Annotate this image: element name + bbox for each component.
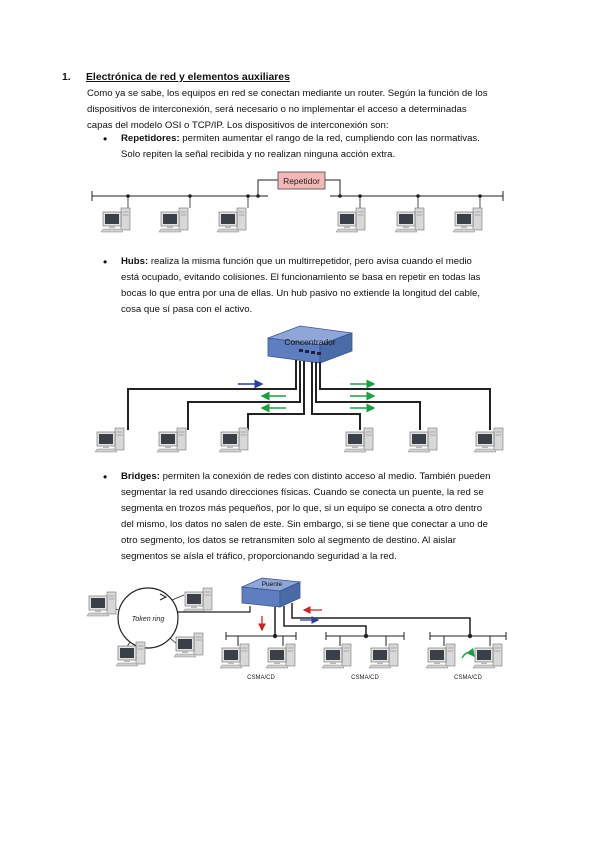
computer-icon [115, 641, 146, 667]
bullet-term: Bridges: [121, 471, 160, 482]
computer-icon [473, 427, 504, 453]
computer-icon [321, 643, 352, 669]
computer-icon [368, 643, 399, 669]
segment-label: CSMA/CD [351, 675, 379, 681]
hub-diagram: Concentrador [94, 325, 504, 453]
computer-icon [472, 643, 503, 669]
bullet-line: otro segmento, los datos se retransmiten… [121, 535, 456, 546]
section-heading: 1. Electrónica de red y elementos auxilia… [62, 72, 290, 83]
intro-line: capas del modelo OSI o TCP/IP. Los dispo… [87, 120, 389, 131]
repeater-label: Repetidor [283, 176, 320, 186]
bullet-repetidores: Repetidores: permiten aumentar el rango … [121, 131, 521, 163]
bullet-marker: • [103, 470, 108, 484]
computer-icon [158, 207, 189, 233]
computer-icon [100, 207, 131, 233]
computer-icon [407, 427, 438, 453]
segment-label: CSMA/CD [247, 675, 275, 681]
hub-label: Concentrador [284, 337, 336, 347]
computer-icon [265, 643, 296, 669]
bullet-line: Solo repiten la señal recibida y no real… [121, 149, 396, 160]
computer-icon [216, 207, 247, 233]
bullet-line: realiza la misma función que un multirre… [148, 256, 472, 267]
bullet-line: segmenta en trozos más pequeños, por lo … [121, 503, 483, 514]
computer-icon [173, 632, 204, 658]
bullet-line: está ocupado, evitando colisiones. El fu… [121, 272, 481, 283]
bullet-line: segmentar la red usando direcciones físi… [121, 487, 484, 498]
bullet-line: permiten aumentar el rango de la red, cu… [179, 133, 480, 144]
computer-icon [425, 643, 456, 669]
bullet-line: permiten la conexión de redes con distin… [159, 471, 491, 482]
bridge-label: Puente [262, 581, 283, 588]
intro-paragraph: Como ya se sabe, los equipos en red se c… [87, 86, 527, 134]
bullet-bridges: Bridges: permiten la conexión de redes c… [121, 469, 521, 565]
computer-icon [394, 207, 425, 233]
computer-icon [335, 207, 366, 233]
token-ring-label: Token ring [132, 616, 165, 623]
token-ring [117, 587, 179, 649]
bullet-term: Hubs: [121, 256, 149, 267]
bridge-diagram: Token ring Puente [86, 577, 507, 681]
computer-icon [86, 591, 117, 617]
bullet-line: bocas lo que entra por una de ellas. Un … [121, 288, 480, 299]
arrow-green [461, 647, 475, 659]
bullet-line: del mismo, los datos no salen de este. S… [121, 519, 488, 530]
bullet-line: segmentos se aísla el tráfico, proporcio… [121, 551, 397, 562]
computer-icon [218, 427, 249, 453]
computer-icon [219, 643, 250, 669]
computer-icon [182, 587, 213, 613]
section-title: Electrónica de red y elementos auxiliare… [86, 72, 290, 83]
repeater-box [277, 171, 326, 190]
bridge-device [241, 586, 281, 608]
segment-label: CSMA/CD [454, 675, 482, 681]
bullet-marker: • [103, 255, 108, 269]
computer-icon [156, 427, 187, 453]
section-number: 1. [62, 72, 71, 83]
bullet-term: Repetidores: [121, 133, 180, 144]
bullet-line: cosa que sí pasa con el activo. [121, 304, 253, 315]
computer-icon [452, 207, 483, 233]
intro-line: Como ya se sabe, los equipos en red se c… [87, 88, 488, 99]
repeater-diagram: Repetidor [91, 171, 504, 233]
computer-icon [94, 427, 125, 453]
bullet-marker: • [103, 132, 108, 146]
intro-line: dispositivos de interconexión, será nece… [87, 104, 467, 115]
bullet-hubs: Hubs: realiza la misma función que un mu… [121, 254, 521, 318]
computer-icon [343, 427, 374, 453]
